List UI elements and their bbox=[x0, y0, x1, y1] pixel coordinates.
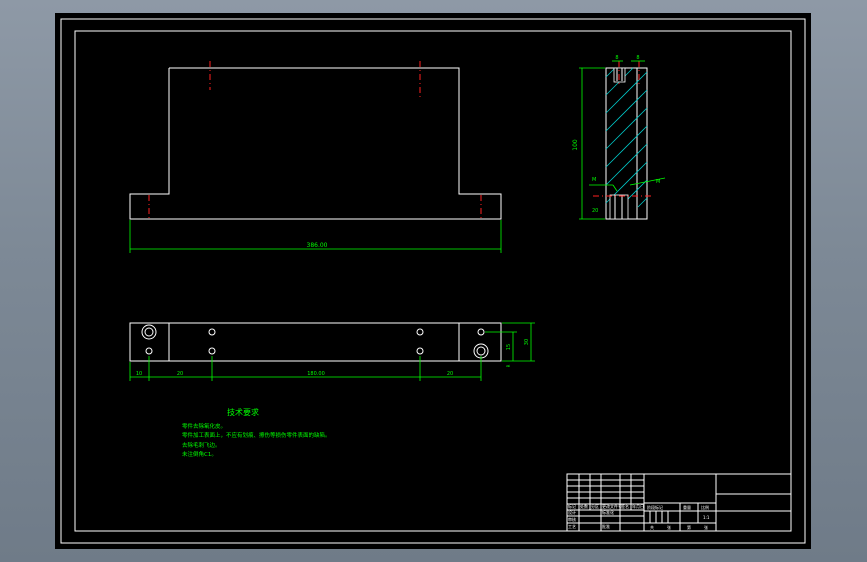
section-hatch bbox=[605, 67, 648, 208]
outer-frame bbox=[60, 18, 806, 544]
counterbore-hole-left bbox=[141, 324, 157, 340]
tb-label-signature: 签名 bbox=[621, 503, 629, 509]
plan-hole bbox=[145, 347, 153, 355]
side-label-2: 20 bbox=[592, 208, 598, 214]
side-bottom-hole bbox=[609, 194, 629, 220]
tb-label-standard: 标准化 bbox=[602, 509, 614, 515]
plan-dim-2: 20 bbox=[177, 371, 183, 377]
plan-hole bbox=[208, 328, 216, 336]
tb-label-review: 审核 bbox=[568, 516, 576, 522]
side-view: 100 8 8 M 20 M bbox=[572, 55, 666, 220]
technical-notes: 技术要求 零件去除氧化皮。 零件加工表面上，不应有划痕、擦伤等损伤零件表面的缺陷… bbox=[182, 407, 331, 458]
side-label-3: M bbox=[656, 179, 660, 185]
side-label-1: M bbox=[592, 177, 596, 183]
plan-right-dim-2: 30 bbox=[524, 339, 530, 345]
tb-label-zone: 分区 bbox=[591, 503, 599, 509]
front-width-dimension: 386.00 bbox=[307, 242, 328, 249]
svg-text:R: R bbox=[506, 364, 511, 367]
tb-label-approve: 批准 bbox=[602, 523, 610, 529]
tb-label-sheet-no: 第 bbox=[687, 524, 691, 530]
plan-dim-3: 180.00 bbox=[307, 371, 325, 377]
plan-hole bbox=[208, 347, 216, 355]
plan-hole bbox=[477, 328, 485, 336]
plan-hole bbox=[416, 328, 424, 336]
tb-label-weight: 重量 bbox=[683, 504, 691, 510]
tb-label-stage: 阶段标记 bbox=[647, 504, 663, 510]
side-top-dim-2: 8 bbox=[636, 55, 639, 61]
inner-frame bbox=[74, 30, 792, 532]
title-block: 标记 处数 分区 更改文件号 签名 年月日 设计 审核 工艺 标准化 批准 阶段… bbox=[566, 473, 792, 532]
tb-label-design: 设计 bbox=[568, 509, 576, 515]
plan-dim-4: 20 bbox=[447, 371, 453, 377]
tb-label-process: 工艺 bbox=[568, 524, 576, 529]
notes-title: 技术要求 bbox=[227, 407, 259, 417]
tb-label-count: 处数 bbox=[580, 503, 588, 509]
notes-line-4: 未注倒角C1。 bbox=[182, 450, 217, 458]
notes-line-1: 零件去除氧化皮。 bbox=[182, 422, 226, 430]
tb-label-marker: 标记 bbox=[568, 503, 576, 509]
notes-line-2: 零件加工表面上，不应有划痕、擦伤等损伤零件表面的缺陷。 bbox=[182, 431, 331, 439]
front-view: 386.00 bbox=[129, 61, 502, 253]
plan-dim-1: 10 bbox=[136, 371, 142, 377]
plan-right-dim-1: 15 bbox=[506, 344, 512, 350]
tb-label-total: 共 bbox=[650, 524, 654, 530]
tb-label-date: 年月日 bbox=[632, 503, 644, 509]
tb-label-change-doc: 更改文件号 bbox=[602, 503, 622, 509]
tb-label-sheets: 张 bbox=[667, 524, 671, 530]
front-view-outline bbox=[129, 67, 502, 220]
plan-view: 10 20 180.00 20 15 30 R bbox=[129, 322, 535, 381]
counterbore-hole-right bbox=[473, 343, 489, 359]
tb-label-sheet: 张 bbox=[704, 524, 708, 530]
cad-viewport[interactable]: 386.00 100 bbox=[55, 13, 811, 549]
tb-scale-value: 1:1 bbox=[703, 515, 710, 520]
notes-line-3: 去除毛刺飞边。 bbox=[182, 441, 221, 449]
plan-hole bbox=[416, 347, 424, 355]
plan-view-outline bbox=[129, 322, 502, 362]
side-height-dimension: 100 bbox=[572, 139, 579, 151]
tb-label-scale: 比例 bbox=[701, 504, 709, 510]
drawing-canvas: 386.00 100 bbox=[60, 18, 806, 544]
side-top-dim-1: 8 bbox=[615, 55, 618, 61]
